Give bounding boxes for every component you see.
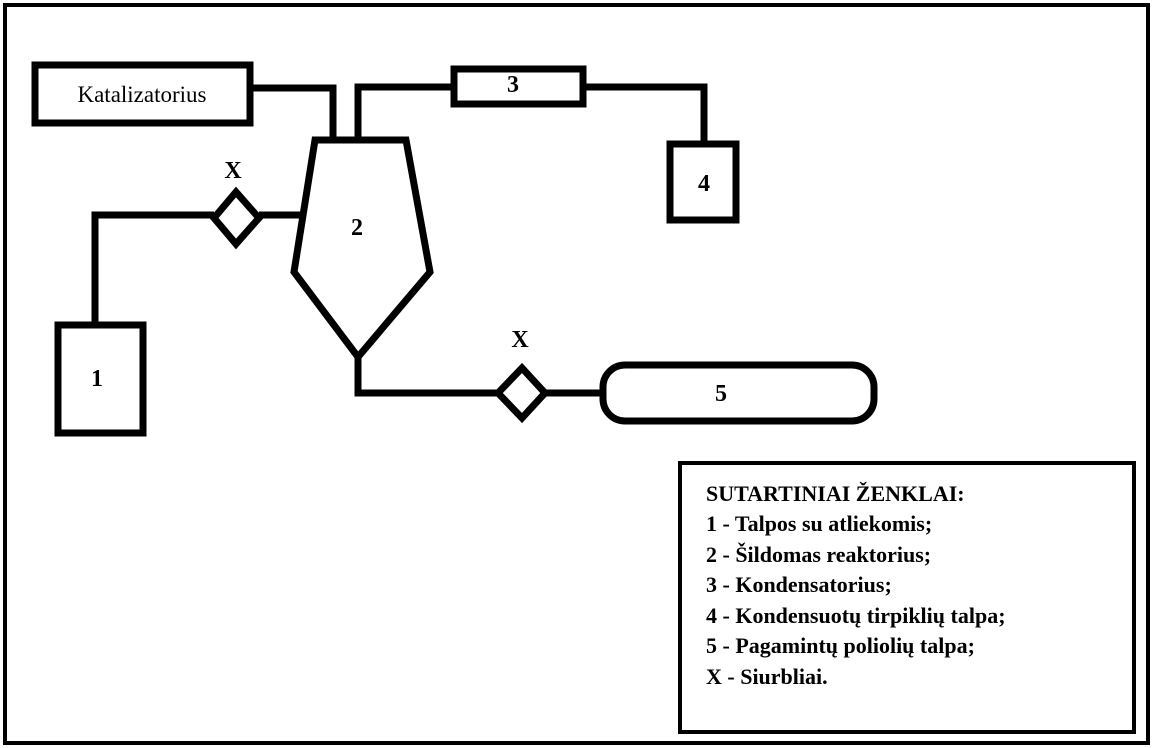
legend-title: SUTARTINIAI ŽENKLAI: [706, 481, 965, 506]
legend-item-5: 5 - Pagamintų poliolių talpa; [706, 633, 975, 658]
pump-left-label: X [224, 158, 242, 184]
outer-frame [3, 3, 1150, 745]
catalyst-box [31, 61, 254, 127]
feed-pipe-in [91, 211, 214, 325]
tank-1 [54, 321, 147, 437]
catalyst-label: Katalizatorius [77, 82, 206, 107]
legend-item-3: 3 - Kondensatorius; [706, 572, 892, 597]
legend-item-4: 4 - Kondensuotų tirpiklių talpa; [706, 602, 1006, 628]
legend-item-1: 1 - Talpos su atliekomis; [706, 511, 933, 536]
tank-1-label: 1 [91, 366, 103, 392]
vapor-pipe [354, 83, 454, 140]
tank-4-label: 4 [698, 171, 710, 197]
catalyst-pipe [250, 84, 337, 140]
product-pipe-in [354, 357, 498, 397]
pump-right-label: X [511, 327, 529, 353]
legend-item-x: X - Siurbliai. [706, 663, 828, 689]
tank-5-label: 5 [715, 381, 727, 407]
reactor-label: 2 [351, 215, 363, 241]
pump-left [209, 186, 264, 250]
condenser [450, 65, 587, 108]
legend: SUTARTINIAI ŽENKLAI: 1 - Talpos su atlie… [678, 461, 1136, 734]
tank-4 [666, 140, 740, 224]
condensate-pipe [583, 83, 708, 144]
legend-item-2: 2 - Šildomas reaktorius; [706, 541, 932, 567]
tank-5 [599, 361, 878, 425]
reactor [290, 136, 434, 363]
pump-right [493, 362, 550, 424]
condenser-label: 3 [507, 72, 519, 98]
